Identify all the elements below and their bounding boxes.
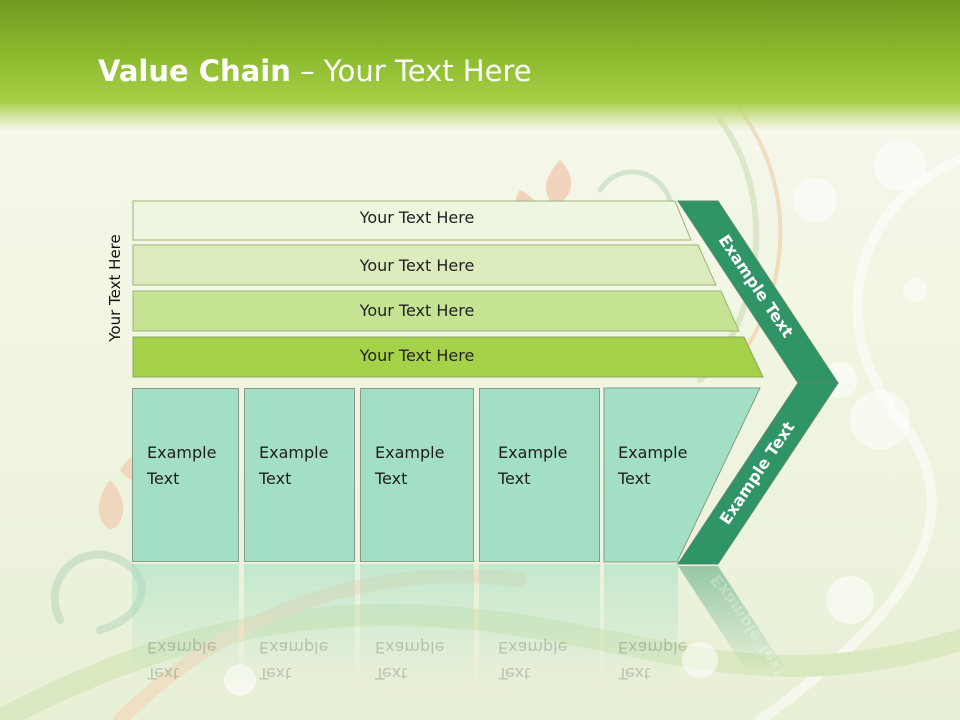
row-band-1 bbox=[132, 200, 692, 241]
title-bold: Value Chain bbox=[98, 54, 291, 88]
box-reflection-2 bbox=[244, 564, 355, 684]
row-band-2 bbox=[132, 244, 717, 286]
header-bar bbox=[0, 0, 960, 130]
row-band-3 bbox=[132, 290, 740, 332]
arrow-reflection bbox=[678, 566, 790, 676]
activity-box-2 bbox=[244, 388, 355, 562]
reflect-line2: Text bbox=[375, 664, 408, 683]
row-label-1: Your Text Here bbox=[359, 208, 475, 227]
box-reflection-text-1: Text Example bbox=[147, 634, 216, 686]
activity-box-4 bbox=[479, 388, 600, 562]
box-reflection-4 bbox=[479, 564, 600, 684]
page-title: Value Chain – Your Text Here bbox=[98, 54, 532, 88]
reflect-line2: Text bbox=[618, 664, 651, 683]
reflect-line1: Example bbox=[498, 638, 568, 657]
row-label-3: Your Text Here bbox=[359, 301, 475, 320]
box-line2: Text bbox=[147, 469, 180, 488]
box-line1: Example bbox=[618, 443, 688, 462]
box-line2: Text bbox=[375, 469, 408, 488]
reflect-line1: Example bbox=[618, 638, 688, 657]
row-label-2: Your Text Here bbox=[359, 256, 475, 275]
row-label-4: Your Text Here bbox=[359, 346, 475, 365]
box-reflection-text-5: Text Example bbox=[618, 634, 687, 686]
box-line2: Text bbox=[259, 469, 292, 488]
activity-box-3 bbox=[360, 388, 474, 562]
box-line1: Example bbox=[259, 443, 329, 462]
box-reflection-text-4: Text Example bbox=[498, 634, 567, 686]
box-line1: Example bbox=[147, 443, 217, 462]
box-reflection-1 bbox=[132, 564, 239, 684]
box-reflection-5 bbox=[604, 564, 678, 684]
reflect-line1: Example bbox=[259, 638, 329, 657]
reflect-line2: Text bbox=[147, 664, 180, 683]
box-reflection-text-2: Text Example bbox=[259, 634, 328, 686]
reflect-line2: Text bbox=[259, 664, 292, 683]
box-reflection-text-3: Text Example bbox=[375, 634, 444, 686]
box-reflection-3 bbox=[360, 564, 474, 684]
reflect-line1: Example bbox=[147, 638, 217, 657]
reflect-line1: Example bbox=[375, 638, 445, 657]
arrow-lower bbox=[677, 382, 839, 565]
box-line1: Example bbox=[498, 443, 568, 462]
box-line2: Text bbox=[618, 469, 651, 488]
box-line1: Example bbox=[375, 443, 445, 462]
title-rest: – Your Text Here bbox=[290, 54, 532, 88]
activity-box-1 bbox=[132, 388, 239, 562]
box-line2: Text bbox=[498, 469, 531, 488]
reflect-line2: Text bbox=[498, 664, 531, 683]
row-band-4 bbox=[132, 336, 764, 378]
